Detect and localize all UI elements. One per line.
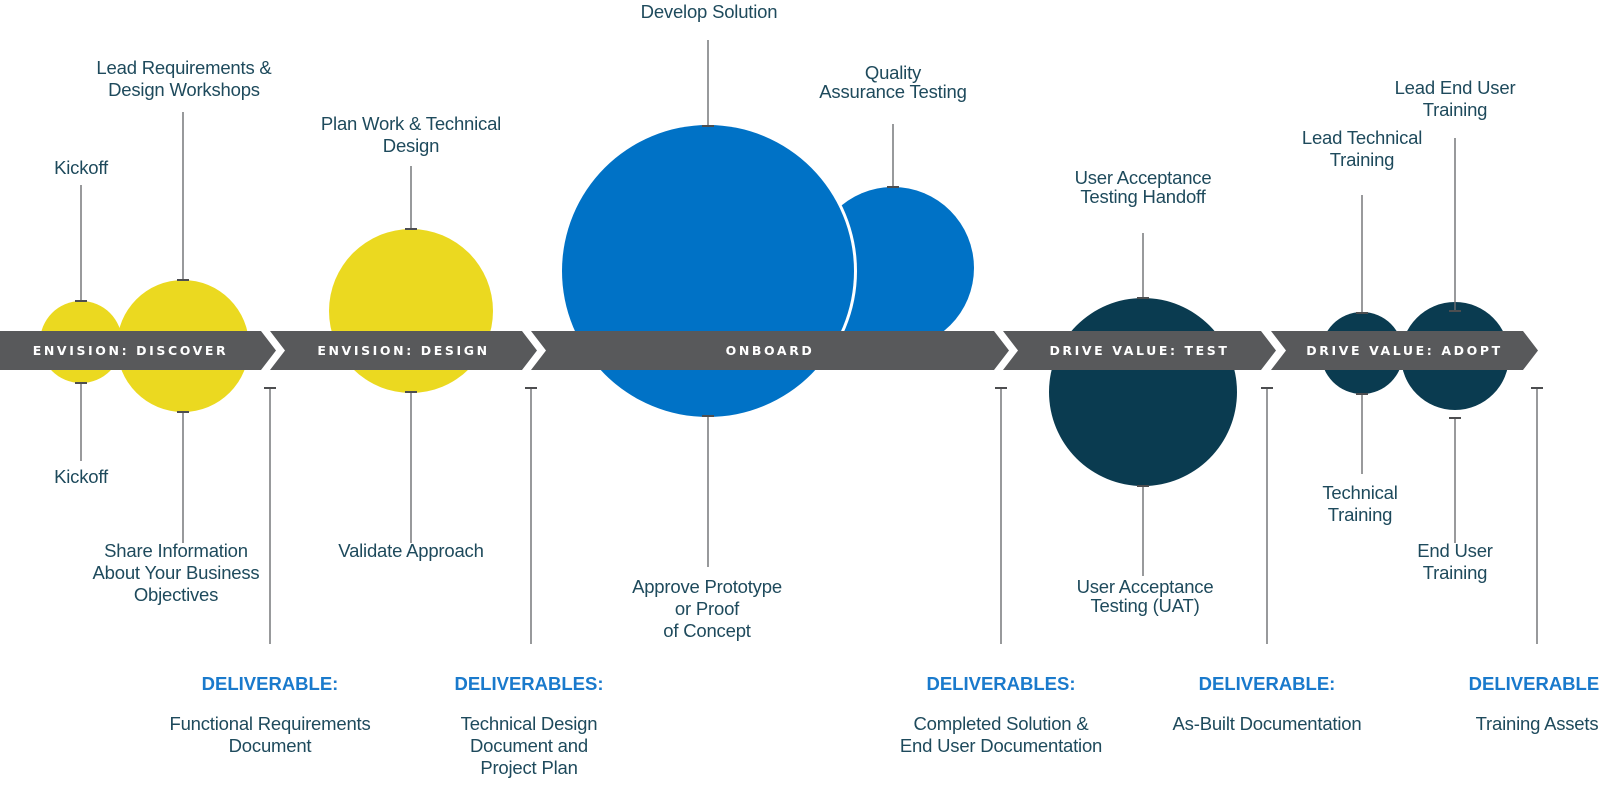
deliverable-text: Training Assets [1475,713,1599,734]
deliverable-text: Functional Requirements Document [169,713,371,756]
phase-arrow-envision-design [270,331,537,370]
phase-label-onboard: ONBOARD [726,343,815,358]
label-requirements-bottom: Share Information About Your Business Ob… [92,540,260,605]
label-tech-training-top: Lead Technical Training [1301,127,1423,170]
label-requirements-top: Lead Requirements & Design Workshops [96,57,272,100]
label-kickoff-bottom: Kickoff [54,466,108,487]
label-develop-bottom: Approve Prototype or Proof of Concept [632,576,782,641]
deliverable-heading: DELIVERABLES: [454,673,604,694]
process-timeline-diagram: ENVISION: DISCOVER ENVISION: DESIGN ONBOAR… [0,1,1600,778]
phase-arrow-drive-value-test [1003,331,1276,370]
phase-label-envision-design: ENVISION: DESIGN [317,343,489,358]
phase-label-drive-value-adopt: DRIVE VALUE: ADOPT [1306,343,1502,358]
deliverable-heading: DELIVERABLE: [201,673,339,694]
deliverable-text: As-Built Documentation [1172,713,1362,734]
label-enduser-training-bottom: End User Training [1417,540,1493,583]
label-uat-top: User Acceptance Testing Handoff [1074,167,1212,207]
deliverable-heading: DELIVERABLE: [1468,673,1600,694]
milestone-circle-develop [562,125,854,417]
label-tech-training-bottom: Technical Training [1322,482,1398,525]
deliverable-drive-value-adopt: DELIVERABLE: Training Assets [1469,655,1600,753]
phase-arrow-onboard [531,331,1009,370]
phase-label-envision-discover: ENVISION: DISCOVER [33,343,229,358]
deliverable-heading: DELIVERABLE: [1198,673,1336,694]
deliverable-envision-discover: DELIVERABLE: Functional Requirements Doc… [169,655,370,775]
label-plan-work-top: Plan Work & Technical Design [320,113,502,156]
connector-lines [75,40,1543,644]
phase-arrow-drive-value-adopt [1271,331,1538,370]
phase-label-drive-value-test: DRIVE VALUE: TEST [1049,343,1229,358]
deliverable-heading: DELIVERABLES: [926,673,1076,694]
deliverable-onboard: DELIVERABLES: Completed Solution & End U… [900,655,1102,775]
deliverable-text: Completed Solution & End User Documentat… [899,713,1103,756]
milestone-circle-uat [1049,298,1237,486]
milestone-circle-qa [812,187,974,349]
deliverable-text: Technical Design Document and Project Pl… [460,713,598,778]
timeline-graphic: ENVISION: DISCOVER ENVISION: DESIGN ONBOAR… [0,40,1543,644]
phase-arrow-envision-discover [0,331,276,370]
label-plan-work-bottom: Validate Approach [338,540,484,561]
deliverable-envision-design: DELIVERABLES: Technical Design Document … [454,655,603,797]
label-uat-bottom: User Acceptance Testing (UAT) [1076,576,1214,616]
label-enduser-training-top: Lead End User Training [1394,77,1516,120]
label-develop-top: Develop Solution [640,1,778,22]
label-qa-top: Quality Assurance Testing [819,62,967,102]
milestone-circles [40,122,1509,486]
deliverable-drive-value-test: DELIVERABLE: As-Built Documentation [1173,655,1362,753]
phase-arrow-band: ENVISION: DISCOVER ENVISION: DESIGN ONBOAR… [0,331,1538,370]
label-kickoff-top: Kickoff [54,157,108,178]
